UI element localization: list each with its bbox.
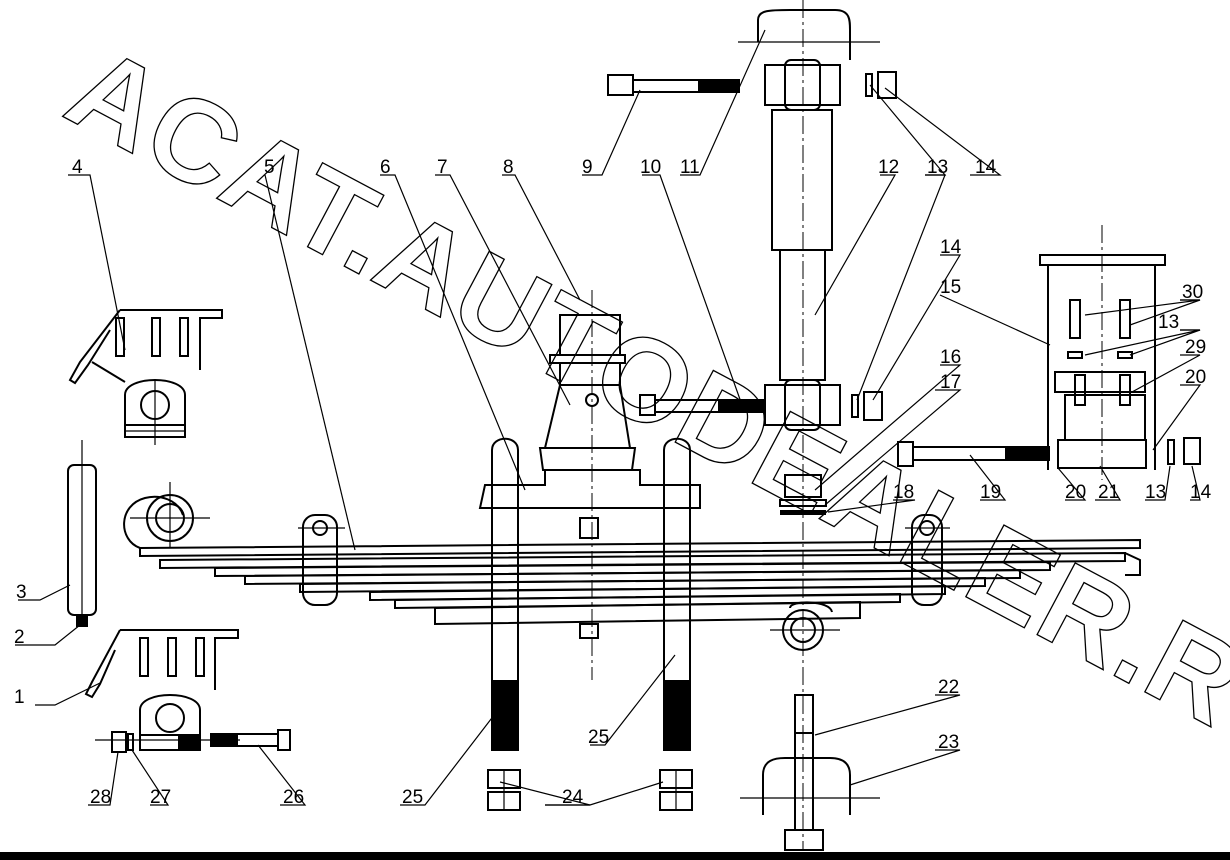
callout-5: 5 — [264, 157, 275, 178]
callout-17: 17 — [940, 372, 961, 393]
callout-9: 9 — [582, 157, 593, 178]
callout-18: 18 — [893, 482, 914, 503]
front-bracket-assembly — [67, 309, 291, 753]
callout-16: 16 — [940, 347, 961, 368]
callout-25-right: 25 — [588, 727, 609, 748]
callout-6: 6 — [380, 157, 391, 178]
callout-19: 19 — [980, 482, 1001, 503]
callout-4: 4 — [72, 157, 83, 178]
watermark: ACAT.AUTODEALER.RU — [48, 21, 1230, 793]
callout-21: 21 — [1098, 482, 1119, 503]
callout-25-left: 25 — [402, 787, 423, 808]
callout-26: 26 — [283, 787, 304, 808]
spring-seat-assembly — [478, 290, 701, 680]
callout-20-left: 20 — [1065, 482, 1086, 503]
rear-shackle-bracket — [897, 225, 1201, 480]
callout-24: 24 — [562, 787, 584, 808]
callout-12: 12 — [878, 157, 899, 178]
callout-27: 27 — [150, 787, 171, 808]
u-bolt-detail — [740, 694, 880, 851]
callout-13-bracket: 13 — [1158, 312, 1179, 333]
callout-13-shock: 13 — [927, 157, 948, 178]
callout-14-top: 14 — [975, 157, 997, 178]
callout-11: 11 — [680, 157, 700, 178]
callout-30: 30 — [1182, 282, 1203, 303]
callout-14-bracket: 14 — [1190, 482, 1212, 503]
callout-23: 23 — [938, 732, 959, 753]
callout-10: 10 — [640, 157, 661, 178]
callout-labels: 1 2 3 4 5 6 7 8 9 10 11 12 13 13 13 14 1… — [14, 157, 1212, 808]
shock-absorber — [607, 0, 897, 850]
callout-22: 22 — [938, 677, 959, 698]
callout-1: 1 — [14, 687, 25, 708]
callout-15: 15 — [940, 277, 961, 298]
callout-2: 2 — [14, 627, 25, 648]
callout-20-right: 20 — [1185, 367, 1206, 388]
callout-29: 29 — [1185, 337, 1206, 358]
callout-leaders — [15, 29, 1202, 806]
callout-28: 28 — [90, 787, 111, 808]
callout-8: 8 — [503, 157, 514, 178]
callout-7: 7 — [437, 157, 448, 178]
callout-13-bolt: 13 — [1145, 482, 1166, 503]
u-bolts — [487, 437, 693, 811]
callout-14-lower: 14 — [940, 237, 962, 258]
callout-3: 3 — [16, 582, 27, 603]
bottom-border — [0, 852, 1230, 860]
